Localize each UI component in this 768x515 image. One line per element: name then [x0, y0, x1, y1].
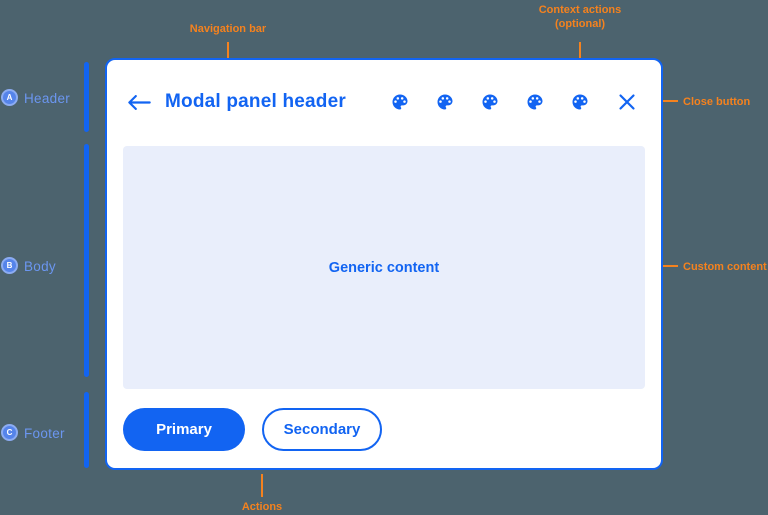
generic-content-label: Generic content: [328, 259, 440, 276]
context-actions-callout-line2: (optional): [554, 18, 606, 30]
close-button-callout-line: [650, 100, 678, 102]
custom-content-callout: Custom content: [683, 261, 767, 273]
section-label-body: Body: [24, 259, 56, 274]
actions-callout: Actions: [241, 501, 283, 513]
actions-callout-line: [261, 474, 263, 497]
section-badge-a: A: [1, 89, 18, 106]
palette-icon[interactable]: [570, 92, 590, 112]
header-section-bracket: [84, 62, 89, 132]
palette-icon[interactable]: [435, 92, 455, 112]
section-badge-b: B: [1, 257, 18, 274]
close-icon[interactable]: [618, 93, 636, 111]
section-badge-c: C: [1, 424, 18, 441]
modal-title: Modal panel header: [165, 91, 346, 112]
palette-icon[interactable]: [480, 92, 500, 112]
primary-button[interactable]: Primary: [123, 408, 245, 451]
palette-icon[interactable]: [390, 92, 410, 112]
palette-icon[interactable]: [525, 92, 545, 112]
modal-panel: Modal panel header: [105, 58, 663, 470]
context-actions-callout: Context actions (optional): [500, 3, 660, 31]
body-section-bracket: [84, 144, 89, 377]
context-actions-group: [390, 92, 590, 112]
footer-section-bracket: [84, 392, 89, 468]
close-button-callout: Close button: [683, 96, 751, 108]
section-label-header: Header: [24, 91, 71, 106]
back-arrow-icon[interactable]: [127, 94, 153, 110]
generic-content-area: Generic content: [123, 146, 645, 389]
section-label-footer: Footer: [24, 426, 65, 441]
navigation-bar-callout: Navigation bar: [189, 23, 267, 35]
context-actions-callout-line1: Context actions: [538, 4, 622, 16]
secondary-button[interactable]: Secondary: [262, 408, 382, 451]
